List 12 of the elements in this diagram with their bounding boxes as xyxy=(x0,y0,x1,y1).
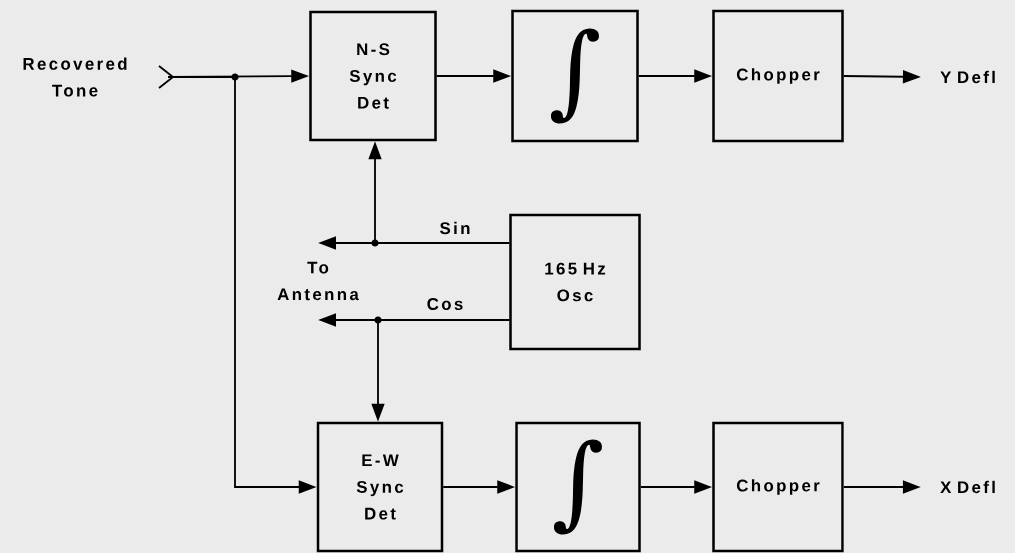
block-box: E-W Sync Det xyxy=(316,421,444,553)
terminal-label: Recovered Tone xyxy=(23,57,127,97)
integrator-box: ∫ xyxy=(511,9,639,143)
block-box: 165 Hz Osc xyxy=(509,213,641,351)
edge-label: Sin xyxy=(438,220,472,236)
block-box: Chopper xyxy=(712,421,844,553)
block-box: Chopper xyxy=(712,9,844,143)
terminal-label: Y Defl xyxy=(940,70,995,84)
terminal-label: X Defl xyxy=(940,480,995,494)
integrator-box: ∫ xyxy=(515,421,641,553)
block-box: N-S Sync Det xyxy=(309,10,437,142)
terminal-label: To Antenna xyxy=(277,261,359,301)
